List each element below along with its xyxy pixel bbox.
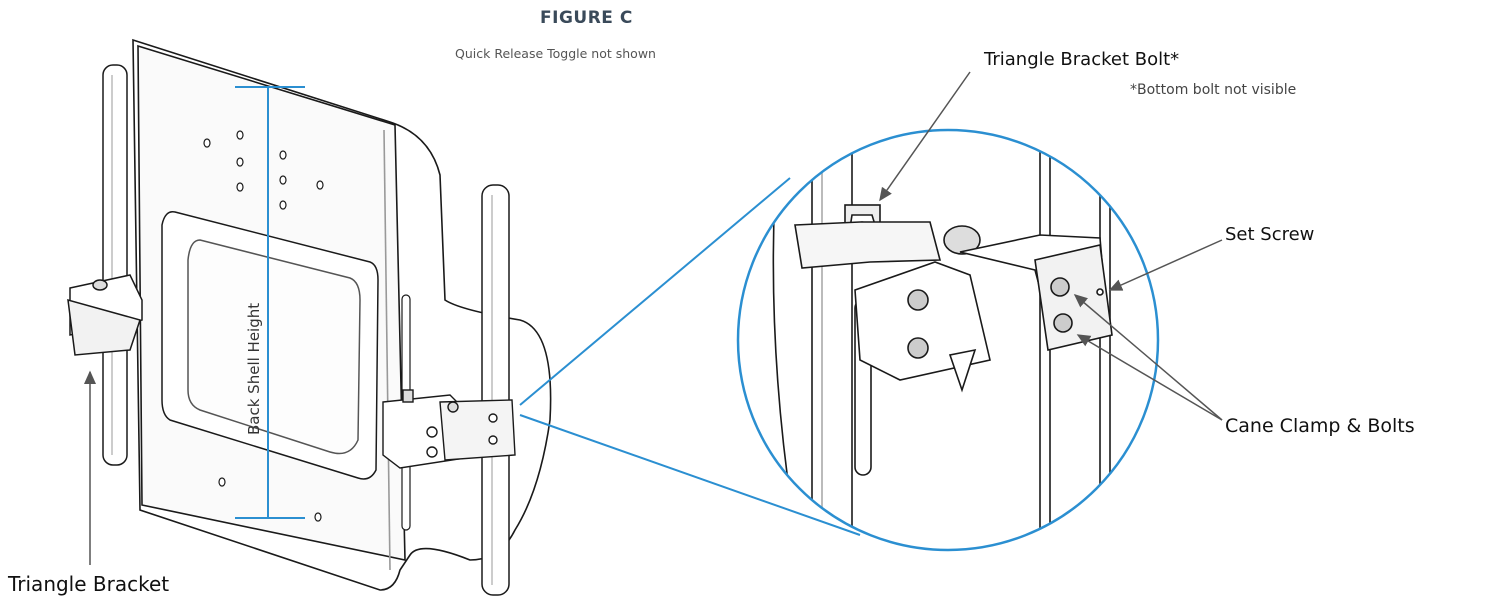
back-shell-cutout [161, 211, 379, 480]
bottom-bolt-note: *Bottom bolt not visible [1130, 82, 1297, 98]
triangle-bracket-bolt-label: Triangle Bracket Bolt* [984, 49, 1180, 70]
triangle-bracket-left [67, 274, 143, 356]
zoom-connectors [519, 177, 861, 536]
cane-clamp-label: Cane Clamp & Bolts [1225, 415, 1415, 437]
zoom-detail [736, 128, 1160, 552]
triangle-bracket-label: Triangle Bracket [8, 572, 170, 596]
cane-clamp-small [382, 389, 516, 469]
mounting-holes [203, 130, 324, 522]
height-dimension [235, 86, 305, 519]
figure-title: FIGURE C [540, 8, 633, 28]
figure-subtitle: Quick Release Toggle not shown [455, 46, 656, 61]
callout-leaders [879, 71, 1223, 421]
set-screw-label: Set Screw [1225, 224, 1315, 245]
back-shell-height-label: Back Shell Height [245, 302, 263, 435]
left-cane-post [102, 64, 128, 466]
right-cane-post [481, 184, 510, 596]
